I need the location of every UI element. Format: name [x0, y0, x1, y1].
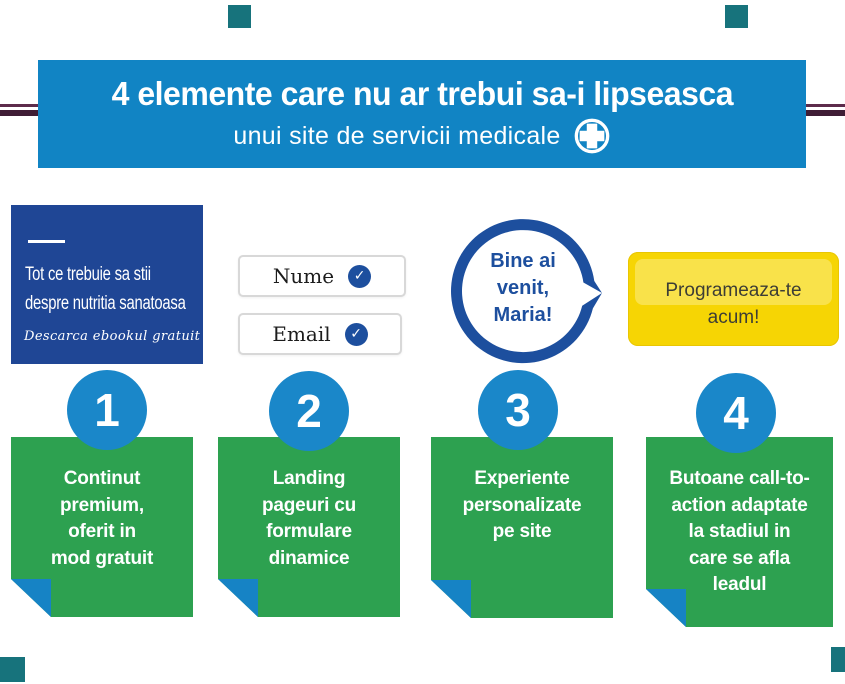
subtitle-row: unui site de servicii medicale: [233, 117, 610, 155]
step-number-2: 2: [269, 371, 349, 451]
decor-stripe-left-thick: [0, 110, 38, 116]
decor-stripe-right-thick: [806, 110, 845, 116]
email-input[interactable]: Email ✓: [238, 313, 402, 355]
name-input[interactable]: Nume ✓: [238, 255, 406, 297]
step-number-4: 4: [696, 373, 776, 453]
name-input-label: Nume: [272, 264, 335, 288]
step-number-1: 1: [67, 370, 147, 450]
decor-square-bottom-right: [831, 647, 845, 672]
cta-gloss-highlight: [635, 259, 832, 305]
step-number-3: 3: [478, 370, 558, 450]
page-title: 4 elemente care nu ar trebui sa-i lipsea…: [111, 75, 733, 112]
check-glyph: ✓: [353, 268, 366, 284]
email-input-label: Email: [272, 322, 331, 346]
page-subtitle: unui site de servicii medicale: [233, 121, 561, 150]
decor-stripe-left-thin: [0, 104, 38, 107]
check-icon: ✓: [344, 322, 368, 346]
decor-stripe-right-thin: [806, 104, 845, 107]
decor-dash: [28, 240, 65, 243]
decor-square-top-right: [725, 5, 748, 28]
decor-square-top-left: [228, 5, 251, 28]
decor-square-bottom-left: [0, 657, 25, 682]
medical-cross-icon: [574, 118, 609, 154]
check-icon: ✓: [348, 264, 372, 288]
ebook-download-text: Descarca ebookul gratuit: [24, 329, 201, 344]
header-banner: 4 elemente care nu ar trebui sa-i lipsea…: [38, 60, 806, 168]
check-glyph: ✓: [350, 326, 362, 342]
